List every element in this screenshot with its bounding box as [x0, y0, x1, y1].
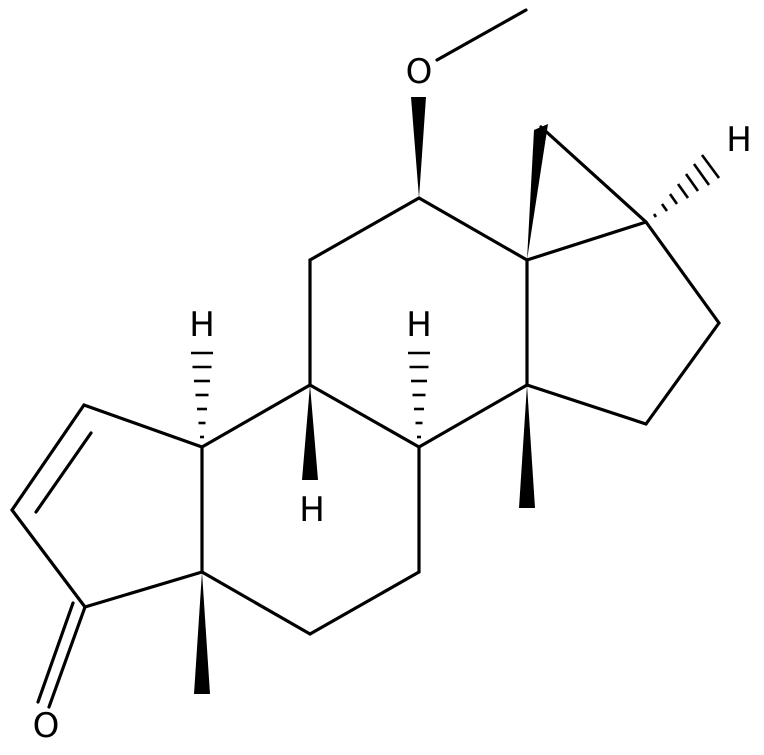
hash-bond — [660, 203, 669, 212]
bond — [417, 196, 529, 262]
bond — [417, 383, 529, 449]
hash-bond — [668, 193, 679, 205]
wedge-bond — [302, 385, 318, 480]
atom-labels: O O H H H H — [33, 52, 752, 746]
bond — [200, 570, 312, 636]
bond — [200, 383, 312, 449]
hash-bond — [652, 213, 658, 218]
bond — [435, 8, 528, 62]
bond — [525, 383, 648, 426]
oxygen-ketone-label: O — [33, 706, 60, 746]
bond — [34, 431, 93, 514]
oxygen-methoxy-label: O — [406, 52, 433, 92]
bond — [82, 403, 204, 449]
bond — [83, 570, 204, 609]
hash-bond — [692, 163, 711, 186]
wedge-bond — [194, 572, 210, 694]
bond — [308, 570, 421, 636]
bond — [539, 125, 648, 224]
hash-bond — [676, 183, 690, 199]
h-center-bottom-label: H — [299, 490, 325, 530]
hashed-bonds — [191, 154, 721, 439]
bond — [308, 383, 421, 449]
bond — [10, 403, 86, 512]
h-cyclopropane-label: H — [726, 120, 752, 160]
bond — [644, 220, 721, 325]
wedge-bond — [411, 97, 426, 198]
h-left-top-label: H — [189, 305, 215, 345]
bond — [525, 220, 648, 262]
bond-lines — [10, 8, 721, 709]
bond — [644, 321, 721, 426]
wedge-bonds — [194, 97, 548, 694]
bond — [10, 508, 87, 609]
h-center-top-label: H — [406, 305, 432, 345]
hash-bond — [684, 173, 700, 192]
hash-bond — [700, 154, 721, 179]
bond — [308, 196, 421, 262]
wedge-bond — [519, 385, 535, 508]
bond — [47, 605, 87, 709]
wedge-bond — [527, 124, 548, 260]
bond — [36, 601, 75, 704]
